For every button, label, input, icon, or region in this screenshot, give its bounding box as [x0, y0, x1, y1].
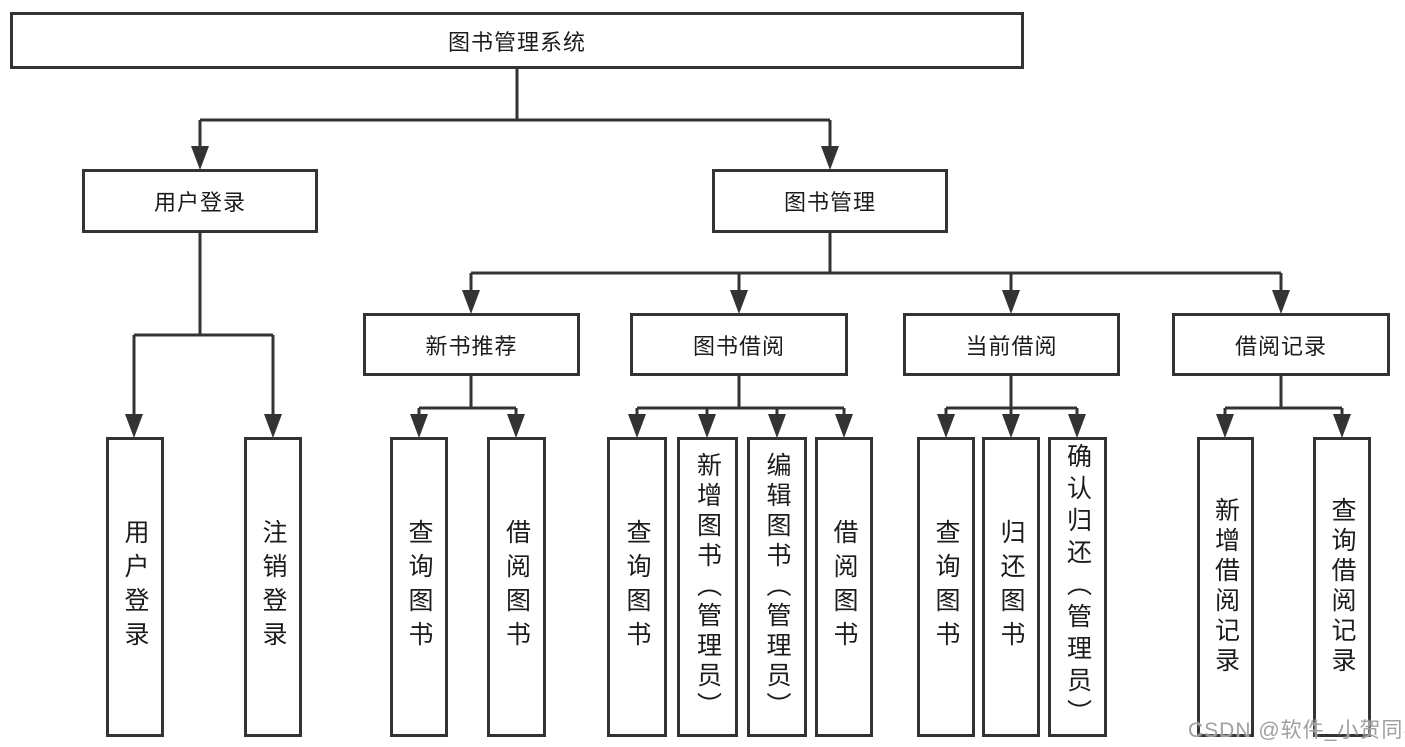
leaf-return-books: 归还图书	[982, 437, 1040, 737]
leaf-borrow-books-borrowing: 借阅图书	[815, 437, 873, 737]
node-library-management-system: 图书管理系统	[10, 12, 1024, 69]
leaf-query-books-recommend: 查询图书	[390, 437, 448, 737]
leaf-query-books-current: 查询图书	[917, 437, 975, 737]
csdn-watermark: CSDN @软件_小贺同学	[1188, 719, 1405, 742]
leaf-logout-login: 注销登录	[244, 437, 302, 737]
connector-book-management-children	[462, 233, 1290, 314]
leaf-user-login: 用户登录	[106, 437, 164, 737]
leaf-add-borrow-record: 新增借阅记录	[1197, 437, 1254, 737]
leaf-query-borrow-record: 查询借阅记录	[1313, 437, 1371, 737]
node-current-borrowing: 当前借阅	[903, 313, 1120, 376]
node-book-borrowing: 图书借阅	[630, 313, 848, 376]
leaf-edit-book-admin: 编辑图书（管理员）	[747, 437, 807, 737]
node-new-book-recommend: 新书推荐	[363, 313, 580, 376]
node-user-login: 用户登录	[82, 169, 318, 233]
connector-root-to-level2	[191, 68, 839, 170]
connector-book-borrowing-children	[628, 376, 853, 438]
node-borrowing-records: 借阅记录	[1172, 313, 1390, 376]
leaf-borrow-books-recommend: 借阅图书	[487, 437, 546, 737]
connector-borrowing-records-children	[1216, 376, 1351, 438]
leaf-confirm-return-admin: 确认归还（管理员）	[1048, 437, 1107, 737]
node-book-management: 图书管理	[712, 169, 948, 233]
connector-current-borrowing-children	[937, 376, 1086, 438]
leaf-query-books-borrowing: 查询图书	[607, 437, 667, 737]
connector-new-book-recommend-children	[410, 376, 525, 438]
connector-user-login-children	[125, 233, 282, 438]
leaf-add-book-admin: 新增图书（管理员）	[677, 437, 738, 737]
